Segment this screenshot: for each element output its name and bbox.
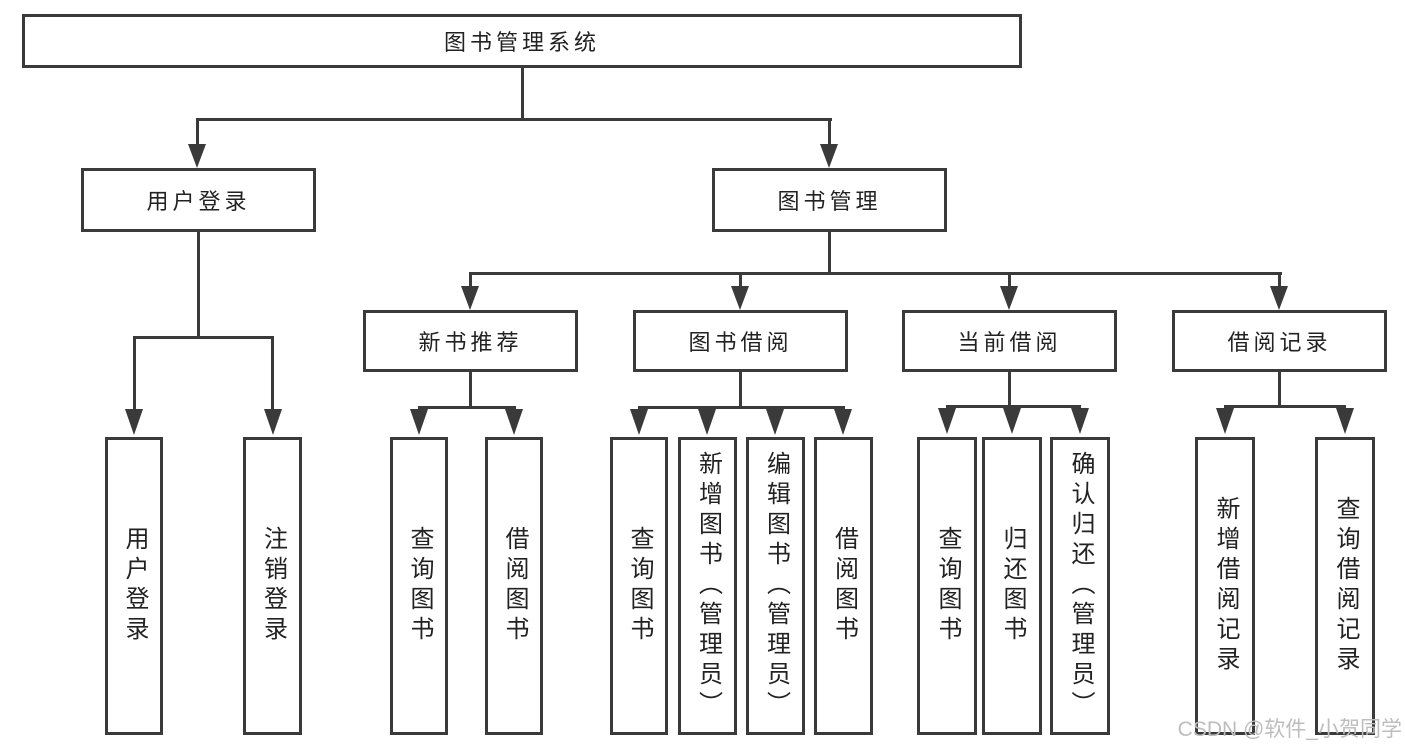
- leaf-bb-query-books-label: 查询图书: [626, 526, 653, 646]
- leaf-nb-borrow-books: 借阅图书: [485, 437, 543, 735]
- node-user-login: 用户登录: [81, 168, 316, 232]
- leaf-user-login: 用户登录: [105, 437, 163, 735]
- leaf-bb-add-books-admin-label: 新增图书（管理员）: [694, 451, 722, 721]
- arrow-down-br-add-icon: [1216, 408, 1234, 434]
- leaf-nb-query-books-label: 查询图书: [406, 526, 433, 646]
- connector-drop-book-borrow-line: [739, 272, 742, 288]
- node-root-library-management-system: 图书管理系统: [22, 14, 1022, 68]
- arrow-down-leaf-login-icon: [125, 409, 143, 435]
- leaf-br-query-record: 查询借阅记录: [1315, 437, 1375, 735]
- leaf-cb-confirm-return-admin: 确认归还（管理员）: [1050, 437, 1110, 735]
- connector-drop-current-borrow-line: [1008, 272, 1011, 288]
- node-user-login-label: 用户登录: [146, 189, 251, 214]
- node-root-label: 图书管理系统: [443, 30, 600, 55]
- node-current-borrowing-label: 当前借阅: [957, 330, 1062, 355]
- node-borrowing-records: 借阅记录: [1172, 310, 1387, 372]
- leaf-cb-query-books: 查询图书: [917, 437, 977, 735]
- arrow-down-bb-borrow-icon: [834, 409, 852, 435]
- connector-drop-leaf-logout-line: [271, 336, 274, 410]
- connector-drop-borrow-records-line: [1278, 272, 1281, 288]
- leaf-cb-return-books: 归还图书: [982, 437, 1042, 735]
- arrow-down-nb-query-icon: [410, 409, 428, 435]
- connector-borrow-records-stem-line: [1278, 372, 1281, 408]
- leaf-cb-return-books-label: 归还图书: [999, 526, 1026, 646]
- arrow-down-nb-borrow-icon: [505, 409, 523, 435]
- connector-root-bus-line: [197, 118, 832, 121]
- leaf-bb-borrow-books: 借阅图书: [814, 437, 873, 735]
- node-book-borrowing-label: 图书借阅: [688, 330, 793, 355]
- connector-book-management-stem-line: [828, 232, 831, 275]
- connector-borrow-records-bus-line: [1224, 405, 1346, 408]
- arrow-down-leaf-logout-icon: [264, 409, 282, 435]
- connector-book-borrow-stem-line: [739, 372, 742, 409]
- connector-book-management-bus-line: [469, 272, 1282, 275]
- leaf-cb-query-books-label: 查询图书: [934, 526, 961, 646]
- connector-book-borrow-bus-line: [638, 406, 845, 409]
- leaf-logout: 注销登录: [243, 437, 302, 735]
- connector-current-borrow-stem-line: [1008, 372, 1011, 408]
- node-borrowing-records-label: 借阅记录: [1227, 330, 1332, 355]
- leaf-br-add-record: 新增借阅记录: [1195, 437, 1255, 735]
- arrow-down-br-query-icon: [1336, 408, 1354, 434]
- connector-drop-user-login-line: [196, 118, 199, 146]
- csdn-watermark: CSDN @软件_小贺同学: [1177, 718, 1402, 741]
- leaf-nb-borrow-books-label: 借阅图书: [501, 526, 528, 646]
- connector-drop-book-management-line: [828, 118, 831, 146]
- arrow-down-book-borrow-icon: [731, 286, 749, 310]
- connector-new-books-stem-line: [469, 372, 472, 409]
- connector-drop-new-books-line: [469, 272, 472, 288]
- leaf-user-login-label: 用户登录: [121, 526, 148, 646]
- leaf-br-add-record-label: 新增借阅记录: [1212, 496, 1239, 676]
- leaf-bb-edit-books-admin: 编辑图书（管理员）: [746, 437, 805, 735]
- connector-root-stem-line: [521, 68, 524, 121]
- connector-current-borrow-bus-line: [946, 405, 1081, 408]
- arrow-down-cb-confirm-icon: [1071, 408, 1089, 434]
- node-book-borrowing: 图书借阅: [633, 310, 848, 372]
- leaf-bb-add-books-admin: 新增图书（管理员）: [678, 437, 737, 735]
- leaf-cb-confirm-return-admin-label: 确认归还（管理员）: [1067, 451, 1094, 721]
- connector-drop-leaf-login-line: [133, 336, 136, 410]
- node-new-book-recommend: 新书推荐: [363, 310, 578, 372]
- leaf-nb-query-books: 查询图书: [390, 437, 448, 735]
- connector-user-login-bus-line: [133, 336, 274, 339]
- leaf-br-query-record-label: 查询借阅记录: [1332, 496, 1359, 676]
- arrow-down-cb-query-icon: [938, 408, 956, 434]
- node-new-book-recommend-label: 新书推荐: [418, 330, 523, 355]
- arrow-down-bb-query-icon: [630, 409, 648, 435]
- arrow-down-cb-return-icon: [1003, 408, 1021, 434]
- leaf-bb-edit-books-admin-label: 编辑图书（管理员）: [762, 451, 790, 721]
- connector-user-login-stem-line: [197, 232, 200, 339]
- leaf-logout-label: 注销登录: [259, 526, 287, 646]
- arrow-down-new-books-icon: [461, 286, 479, 310]
- leaf-bb-query-books: 查询图书: [610, 437, 668, 735]
- arrow-down-current-borrow-icon: [1000, 286, 1018, 310]
- arrow-down-book-management-icon: [820, 144, 838, 168]
- leaf-bb-borrow-books-label: 借阅图书: [830, 526, 858, 646]
- node-book-management: 图书管理: [712, 168, 947, 232]
- connector-new-books-bus-line: [418, 406, 516, 409]
- arrow-down-bb-edit-icon: [766, 409, 784, 435]
- arrow-down-borrow-records-icon: [1270, 286, 1288, 310]
- node-current-borrowing: 当前借阅: [902, 310, 1117, 372]
- arrow-down-user-login-icon: [188, 144, 206, 168]
- node-book-management-label: 图书管理: [777, 189, 882, 214]
- arrow-down-bb-add-icon: [698, 409, 716, 435]
